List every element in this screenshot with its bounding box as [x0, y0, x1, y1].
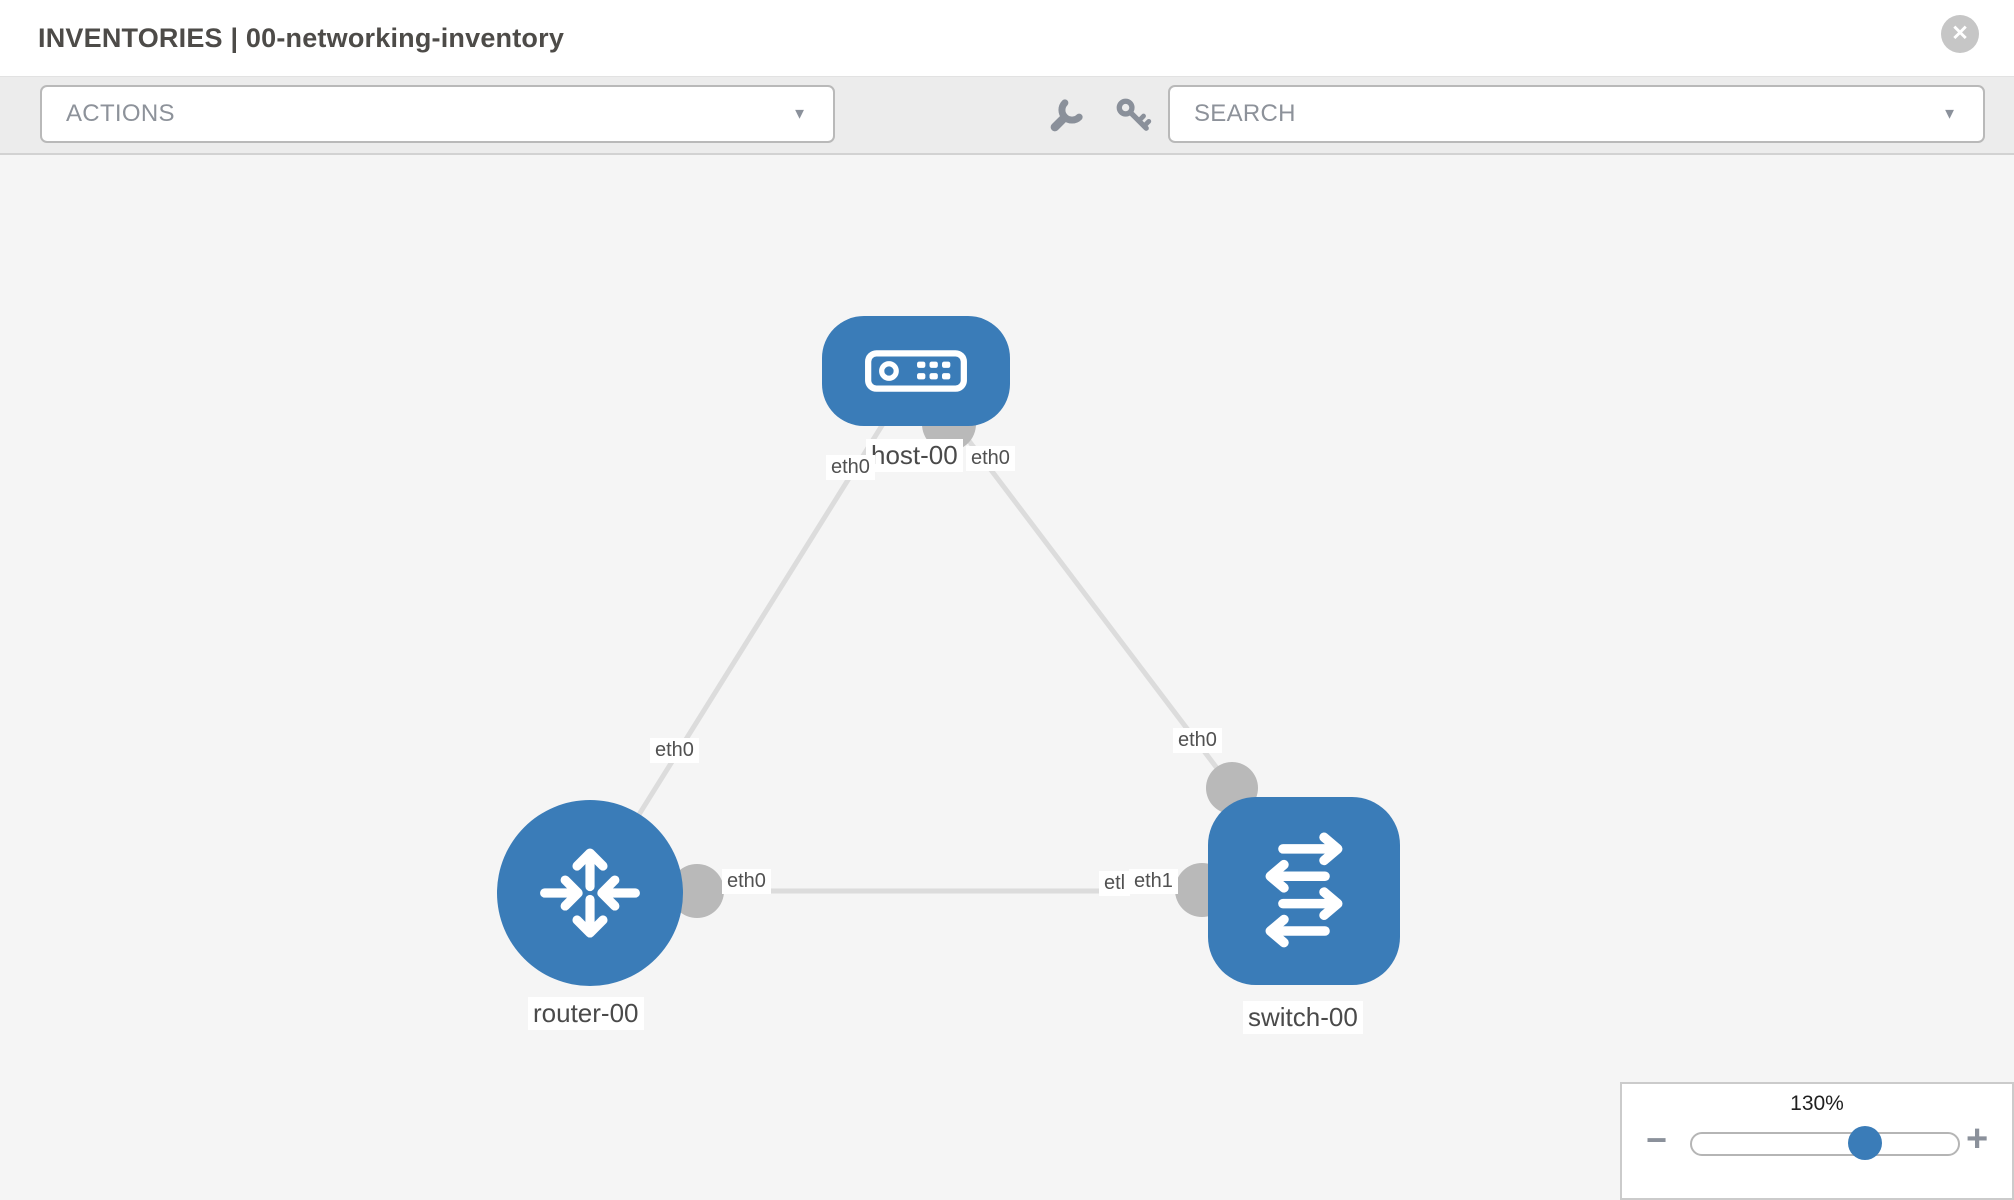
interface-label-host-router-host-end: eth0	[826, 455, 875, 480]
chevron-down-icon: ▼	[1942, 105, 1957, 123]
actions-dropdown-placeholder: ACTIONS	[66, 100, 175, 127]
topology-links-layer	[587, 369, 1304, 918]
interface-endpoint-router[interactable]	[670, 864, 724, 918]
page-title: INVENTORIES | 00-networking-inventory	[38, 23, 565, 53]
toolbar: ACTIONS ▼ SEARCH ▼	[0, 76, 2014, 155]
close-icon: ✕	[1951, 22, 1969, 45]
zoom-slider-thumb[interactable]	[1848, 1126, 1882, 1160]
zoom-percentage: 130%	[1790, 1092, 1844, 1115]
search-dropdown[interactable]: SEARCH ▼	[1168, 85, 1985, 143]
topology-canvas[interactable]: host-00 router-00 switch-00 eth0 eth0 et…	[0, 155, 2014, 1200]
interface-label-host-switch-host-end: eth0	[966, 446, 1015, 471]
key-icon	[1116, 98, 1152, 131]
switch-icon	[1265, 832, 1343, 948]
node-host-00[interactable]	[822, 316, 1010, 426]
actions-dropdown[interactable]: ACTIONS ▼	[40, 85, 835, 143]
chevron-down-icon: ▼	[792, 105, 807, 123]
interface-label-host-router-router-end: eth0	[650, 738, 699, 763]
node-router-00[interactable]	[497, 800, 683, 986]
node-switch-00[interactable]	[1208, 797, 1400, 985]
configure-tools-button[interactable]	[1047, 95, 1087, 135]
interface-label-router-switch-switch-end-back: etl	[1099, 871, 1131, 896]
search-placeholder: SEARCH	[1194, 100, 1296, 127]
node-label-switch: switch-00	[1243, 1001, 1363, 1034]
interface-label-router-switch-router-end: eth0	[722, 869, 771, 894]
router-icon	[540, 848, 640, 938]
zoom-slider-track[interactable]	[1690, 1126, 1960, 1160]
wrench-icon	[1050, 99, 1083, 132]
zoom-out-button[interactable]: −	[1646, 1119, 1668, 1160]
interface-label-router-switch-switch-end-front: eth1	[1129, 869, 1178, 894]
node-label-host: host-00	[866, 439, 963, 472]
zoom-in-button[interactable]: +	[1966, 1118, 1989, 1160]
zoom-panel: 130% − +	[1620, 1082, 2014, 1200]
credentials-button[interactable]	[1113, 95, 1153, 135]
node-label-router: router-00	[528, 997, 644, 1030]
host-icon	[865, 350, 967, 392]
modal-header: INVENTORIES | 00-networking-inventory ✕	[0, 0, 2014, 76]
interface-label-host-switch-switch-end: eth0	[1173, 728, 1222, 753]
close-button[interactable]: ✕	[1941, 15, 1979, 53]
